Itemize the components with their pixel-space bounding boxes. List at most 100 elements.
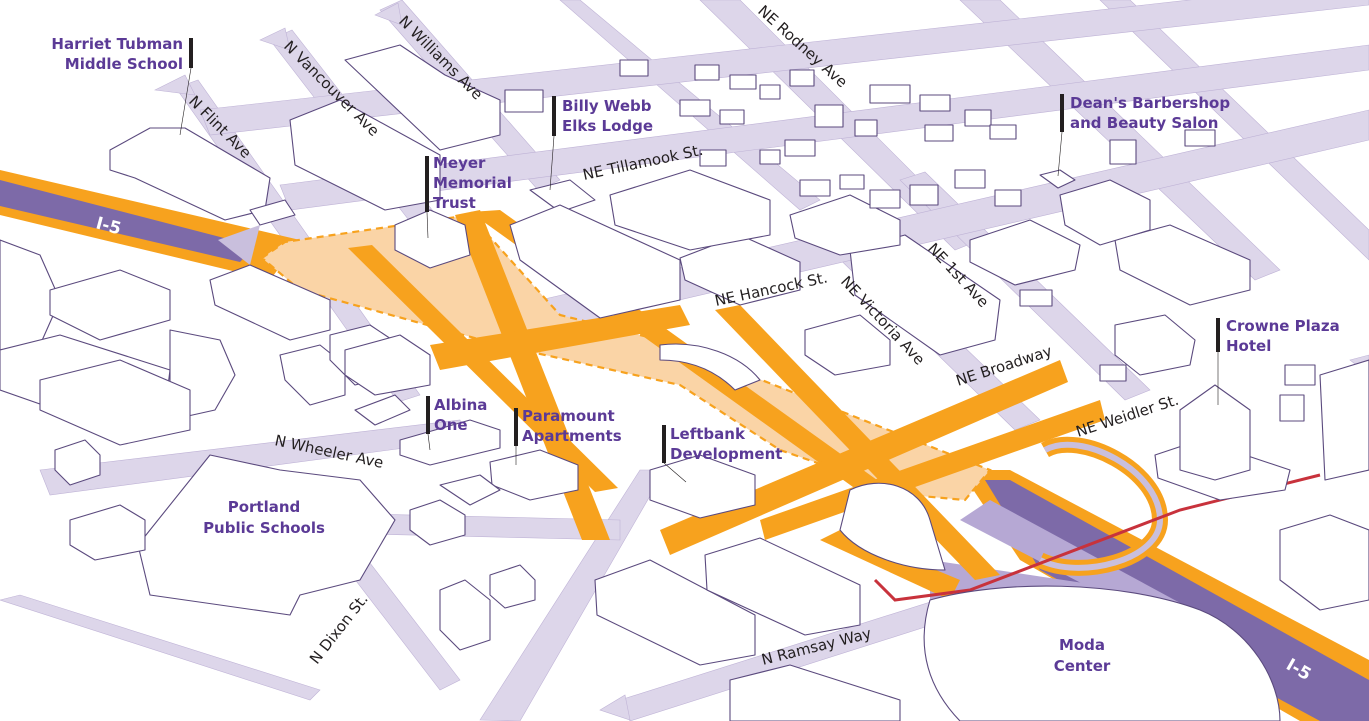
- small-building: [1279, 394, 1305, 422]
- building-south-left: [69, 504, 146, 561]
- marker-deans: [1060, 94, 1064, 132]
- road-arrow-williams: [374, 2, 403, 26]
- small-building: [869, 189, 901, 209]
- building-rose-quarter: [839, 482, 946, 571]
- label-albina-one-2: One: [434, 416, 468, 434]
- building-broadway-curve: [659, 343, 761, 391]
- marker-harriet-tubman: [189, 38, 193, 68]
- leader-leftbank: [663, 462, 687, 483]
- small-building: [989, 124, 1017, 140]
- freeway-arrow-nw: [218, 225, 260, 265]
- building-rodney-block: [789, 194, 901, 256]
- building-williams-top: [344, 44, 501, 151]
- building-dixon-small: [409, 499, 466, 546]
- label-n-dixon-st: N Dixon St.: [306, 590, 372, 667]
- label-moda-center-1: Moda: [1059, 636, 1105, 654]
- road-arrow-vancouver: [259, 27, 291, 51]
- buildings: [0, 44, 1369, 721]
- building-crowne-plaza-tower: [1179, 384, 1251, 481]
- building-west-mid: [279, 344, 346, 406]
- project-street-hancock: [430, 305, 690, 370]
- building-albina-one: [399, 419, 501, 466]
- leader-albina-one: [427, 433, 431, 451]
- small-building: [719, 109, 745, 125]
- label-paramount-1: Paramount: [522, 407, 615, 425]
- small-buildings-top: [504, 59, 1316, 422]
- label-portland-public-schools-2: Public Schools: [203, 519, 325, 537]
- building-portland-public-schools: [137, 454, 396, 616]
- small-building: [1099, 364, 1127, 382]
- leader-deans: [1057, 131, 1063, 177]
- small-building: [679, 99, 711, 117]
- small-building: [1109, 139, 1137, 165]
- building-south-mid: [439, 579, 491, 651]
- small-building: [619, 59, 649, 77]
- building-south-1: [594, 559, 756, 666]
- place-labels: Harriet Tubman Middle School Billy Webb …: [51, 35, 1339, 675]
- freeway-se: [985, 480, 1369, 721]
- building-far-right-low: [1279, 514, 1369, 611]
- small-building: [699, 149, 727, 167]
- label-portland-public-schools-1: Portland: [228, 498, 301, 516]
- label-moda-center-2: Center: [1054, 657, 1111, 675]
- project-street-vancouver: [455, 210, 610, 540]
- building-west-long: [209, 264, 331, 341]
- marker-billy-webb: [552, 96, 556, 136]
- building-far-right-tower: [1319, 359, 1369, 481]
- road-lower-diag: [0, 594, 321, 701]
- small-building: [1284, 364, 1316, 386]
- building-ne-right-3: [1114, 314, 1196, 376]
- building-west-block-3: [39, 359, 191, 446]
- label-meyer-2: Memorial: [433, 174, 512, 192]
- label-deans-2: and Beauty Salon: [1070, 114, 1218, 132]
- label-harriet-tubman-2: Middle School: [65, 55, 183, 73]
- building-ne-right-1: [1114, 224, 1251, 306]
- small-building: [759, 84, 781, 100]
- building-flint-small: [249, 199, 296, 226]
- building-small-west: [354, 394, 411, 426]
- leader-meyer: [426, 211, 429, 239]
- project-area-cover: [260, 213, 992, 502]
- freeway-loop-inner: [1038, 441, 1164, 571]
- building-moda-center: [923, 585, 1281, 721]
- label-deans-1: Dean's Barbershop: [1070, 94, 1230, 112]
- project-street-victoria-south: [715, 305, 1000, 580]
- building-ne-right-2: [1059, 179, 1151, 246]
- building-williams-block: [509, 204, 681, 319]
- building-deans: [1039, 169, 1076, 189]
- building-small-sw: [54, 439, 101, 486]
- label-leftbank-1: Leftbank: [670, 425, 746, 443]
- small-building: [869, 84, 911, 104]
- building-west-block-1: [49, 269, 171, 341]
- label-paramount-2: Apartments: [522, 427, 622, 445]
- small-building: [729, 74, 757, 90]
- small-building: [964, 109, 992, 127]
- small-building: [919, 94, 951, 112]
- leader-billy-webb: [549, 135, 555, 191]
- small-building: [994, 189, 1022, 207]
- small-building: [1184, 129, 1216, 147]
- building-leftbank: [649, 454, 756, 519]
- road-ne-3rd-ave: [1099, 0, 1369, 261]
- label-leftbank-2: Development: [670, 445, 782, 463]
- label-crowne-plaza-2: Hotel: [1226, 337, 1271, 355]
- small-building: [1019, 289, 1053, 307]
- building-vancouver-block: [289, 99, 441, 211]
- small-building: [784, 139, 816, 157]
- label-billy-webb-2: Elks Lodge: [562, 117, 653, 135]
- label-harriet-tubman-1: Harriet Tubman: [51, 35, 183, 53]
- label-crowne-plaza-1: Crowne Plaza: [1226, 317, 1340, 335]
- building-west-low: [344, 334, 431, 396]
- building-billy-webb: [529, 179, 596, 213]
- small-building: [814, 104, 844, 128]
- building-west-arena: [0, 239, 61, 351]
- building-hancock-block: [849, 234, 1001, 356]
- small-building: [789, 69, 815, 87]
- small-building: [924, 124, 954, 142]
- building-ramsay-small: [489, 564, 536, 609]
- small-building: [759, 149, 781, 165]
- small-building: [839, 174, 865, 190]
- building-dixon-small-2: [439, 474, 501, 506]
- road-arrow-flint: [153, 74, 196, 96]
